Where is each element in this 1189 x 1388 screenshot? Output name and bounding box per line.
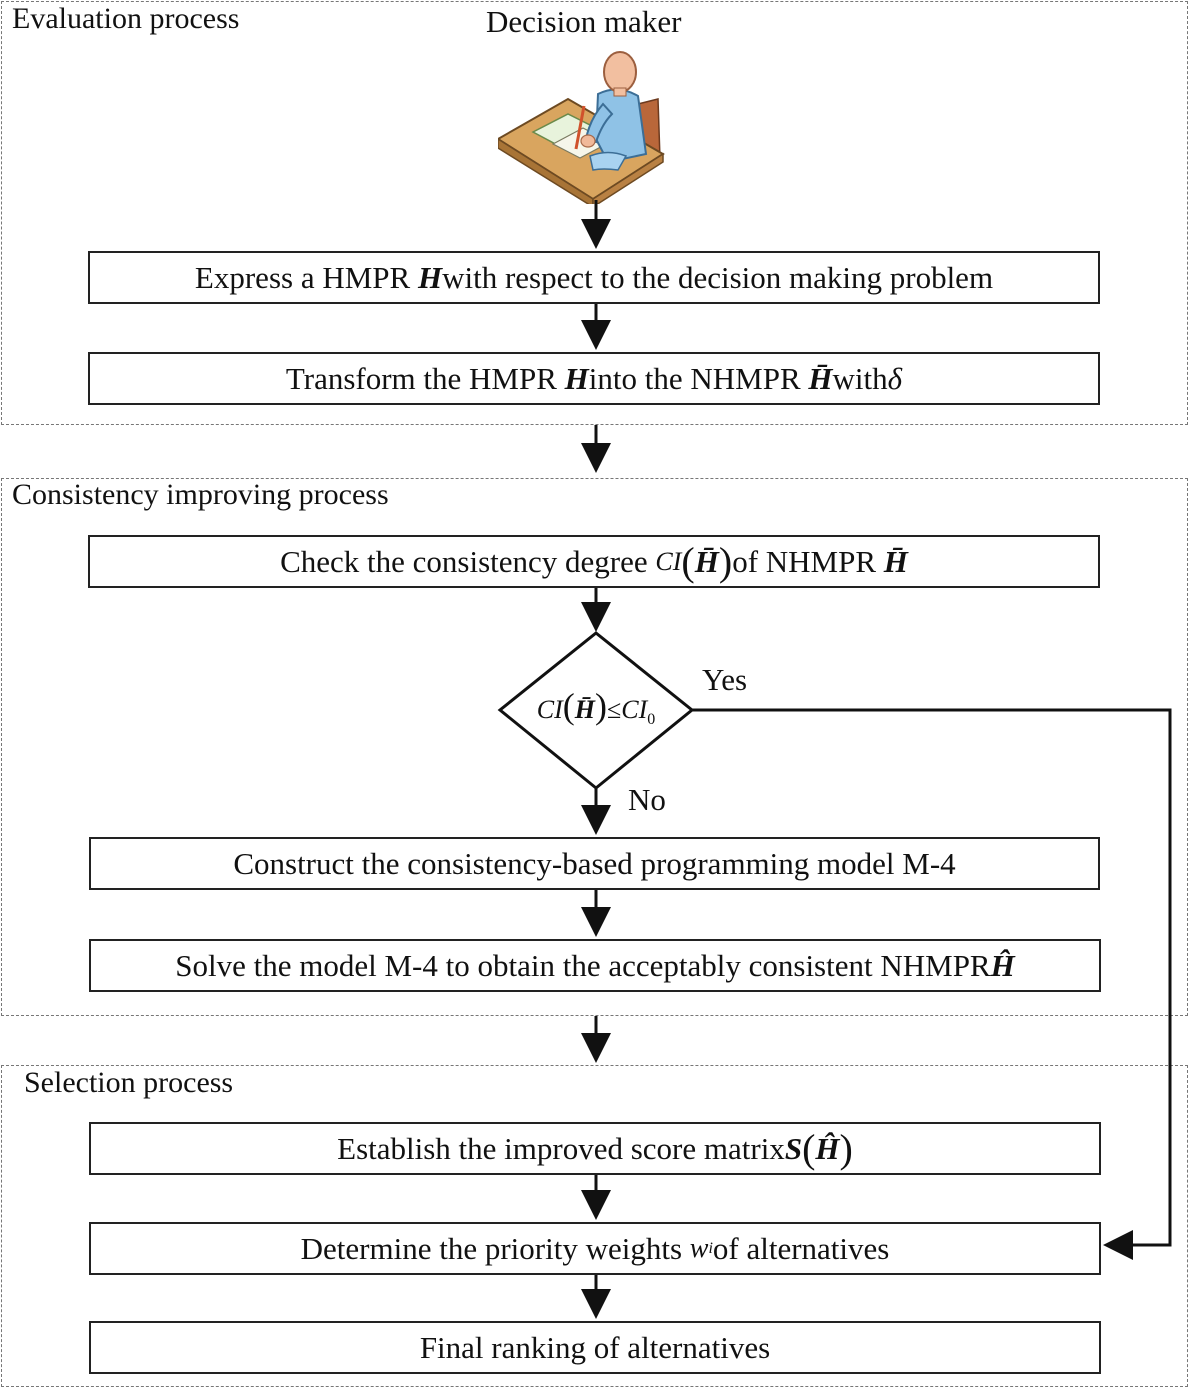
consistency-process-title: Consistency improving process xyxy=(12,478,389,511)
step-establish-score-matrix: Establish the improved score matrix S(Ĥ) xyxy=(89,1122,1101,1175)
step-transform-mid: into the NHMPR xyxy=(588,360,801,396)
step-express-hmpr: Express a HMPR H with respect to the dec… xyxy=(88,251,1100,304)
step-check-post: of NHMPR xyxy=(732,543,877,579)
step-solve-model: Solve the model M-4 to obtain the accept… xyxy=(89,939,1101,992)
branch-yes-label: Yes xyxy=(702,662,748,697)
symbol-ci: CI xyxy=(655,546,682,576)
step-determine-pre: Determine the priority weights xyxy=(300,1230,683,1266)
symbol-h-hat: Ĥ xyxy=(815,1130,840,1166)
symbol-h-hat: Ĥ xyxy=(990,947,1015,983)
step-express-post: with respect to the decision making prob… xyxy=(442,259,994,295)
symbol-h-bar: H̄ xyxy=(694,543,719,579)
selection-process-group xyxy=(1,1065,1188,1387)
evaluation-process-title: Evaluation process xyxy=(12,2,240,35)
step-transform-post: with xyxy=(832,360,888,396)
step-final-ranking: Final ranking of alternatives xyxy=(89,1321,1101,1374)
step-transform-pre: Transform the HMPR xyxy=(285,360,557,396)
decision-maker-icon xyxy=(498,51,665,204)
symbol-h-bar: H̄ xyxy=(574,695,595,724)
symbol-delta: δ xyxy=(887,360,903,396)
selection-process-title: Selection process xyxy=(24,1066,234,1099)
step-determine-post: of alternatives xyxy=(712,1230,890,1266)
symbol-leq: ≤ xyxy=(606,695,622,724)
symbol-h: H xyxy=(417,259,443,295)
symbol-w-subscript: i xyxy=(708,1239,713,1257)
step-solve-pre: Solve the model M-4 to obtain the accept… xyxy=(175,947,991,983)
evaluation-process-group xyxy=(1,1,1188,425)
symbol-ci: CI xyxy=(536,695,563,724)
step-express-pre: Express a HMPR xyxy=(194,259,411,295)
symbol-h-bar: H̄ xyxy=(883,543,908,579)
decision-diamond xyxy=(497,631,695,790)
step-construct-model: Construct the consistency-based programm… xyxy=(89,837,1100,890)
decision-maker-label: Decision maker xyxy=(486,4,682,39)
consistency-process-group xyxy=(1,478,1188,1016)
symbol-ci0: CI xyxy=(621,695,648,724)
symbol-h-bar: H̄ xyxy=(808,360,833,396)
decision-condition: CI(H̄)≤CI0 xyxy=(536,686,656,729)
symbol-s: S xyxy=(784,1130,803,1166)
step-check-pre: Check the consistency degree xyxy=(280,543,648,579)
symbol-w: w xyxy=(689,1232,709,1264)
symbol-ci0-subscript: 0 xyxy=(647,711,656,729)
step-check-consistency: Check the consistency degree CI(H̄) of N… xyxy=(88,535,1100,588)
step-transform: Transform the HMPR H into the NHMPR H̄ w… xyxy=(88,352,1100,405)
branch-no-label: No xyxy=(628,782,666,817)
symbol-h: H xyxy=(564,360,589,396)
step-establish-pre: Establish the improved score matrix xyxy=(337,1130,785,1166)
